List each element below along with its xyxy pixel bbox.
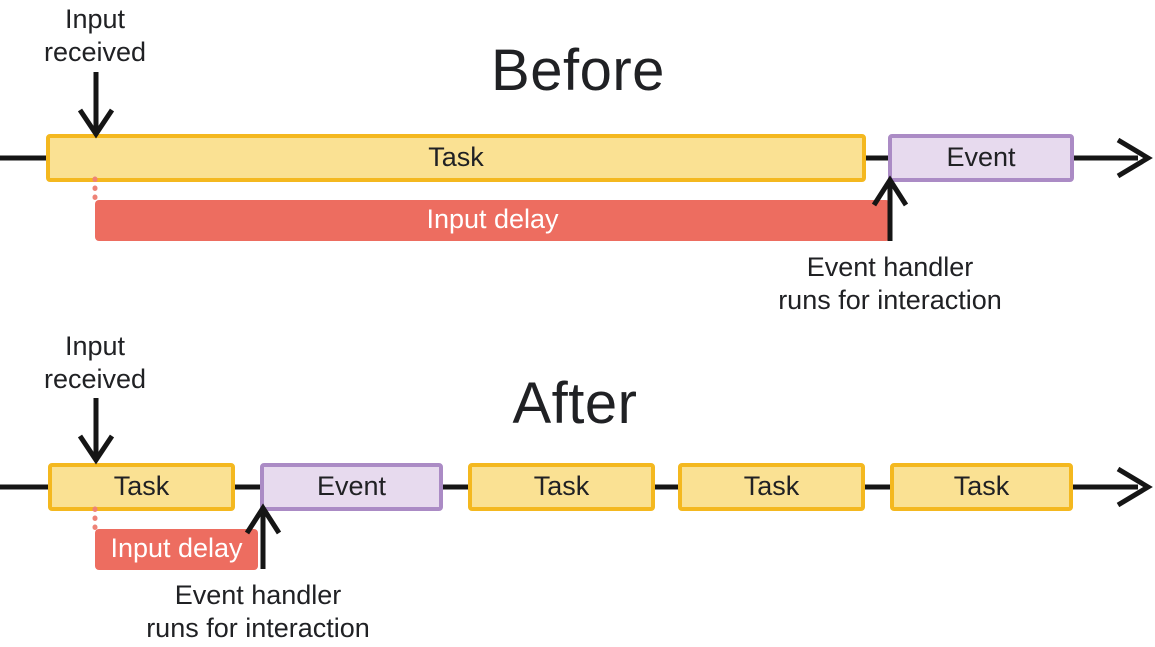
event-box: Event [260, 463, 443, 511]
event-handler-label: Event handler runs for interaction [146, 580, 370, 643]
event-label: Event [316, 470, 387, 501]
task-label: Task [113, 470, 170, 501]
before-title: Before [491, 38, 665, 103]
input-delay-label: Input delay [426, 204, 559, 234]
task-bar: Task [46, 134, 866, 182]
input-received-arrow-icon [77, 398, 115, 465]
event-handler-arrow-icon [871, 175, 909, 241]
task-label: Task [533, 470, 590, 501]
input-received-label: Input received [43, 4, 147, 67]
input-delay-bar: Input delay [95, 200, 890, 241]
input-delay-bar: Input delay [95, 529, 258, 570]
input-received-arrow-icon [77, 72, 115, 139]
input-delay-connector [92, 506, 98, 534]
input-delay-label: Input delay [110, 533, 243, 563]
input-delay-connector [92, 176, 98, 204]
event-box: Event [888, 134, 1074, 182]
task-bar: Task [678, 463, 865, 511]
event-handler-label: Event handler runs for interaction [778, 252, 1002, 315]
event-handler-arrow-icon [244, 503, 282, 569]
task-bar: Task [48, 463, 235, 511]
input-received-label: Input received [43, 331, 147, 394]
task-label: Task [428, 141, 484, 172]
task-label: Task [743, 470, 800, 501]
task-bar: Task [890, 463, 1073, 511]
task-label: Task [953, 470, 1010, 501]
event-label: Event [946, 141, 1016, 172]
task-bar: Task [468, 463, 655, 511]
after-title: After [512, 371, 638, 436]
